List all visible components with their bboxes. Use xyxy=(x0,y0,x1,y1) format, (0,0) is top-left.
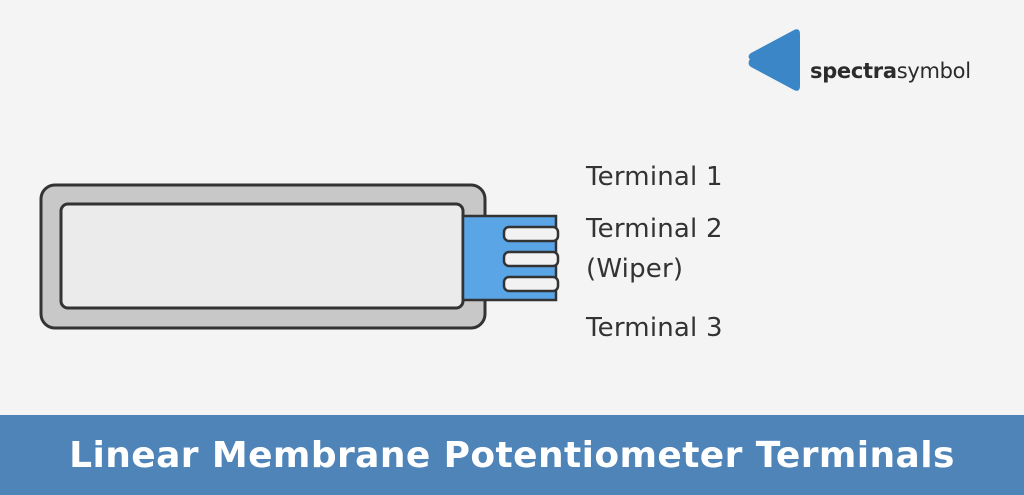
sensor-active-strip xyxy=(59,202,465,310)
brand-name-light: symbol xyxy=(896,59,971,83)
connector-pin-3 xyxy=(502,275,560,293)
terminal-2-wiper-note: (Wiper) xyxy=(586,254,684,284)
brand-wordmark: spectrasymbol xyxy=(810,59,971,83)
brand-logo: spectrasymbol xyxy=(744,28,1014,92)
terminal-3-label: Terminal 3 xyxy=(586,313,723,343)
banner-title: Linear Membrane Potentiometer Terminals xyxy=(69,434,955,476)
title-banner: Linear Membrane Potentiometer Terminals xyxy=(0,415,1024,495)
brand-name-bold: spectra xyxy=(810,59,897,83)
connector-pin-2 xyxy=(502,250,560,268)
blue-triangle-logo-icon xyxy=(748,29,800,91)
potentiometer-diagram xyxy=(39,183,560,330)
connector-pin-1 xyxy=(502,225,560,243)
logo-mark-shape xyxy=(748,29,800,91)
terminal-2-label: Terminal 2 xyxy=(586,214,723,244)
terminal-1-label: Terminal 1 xyxy=(586,162,723,192)
